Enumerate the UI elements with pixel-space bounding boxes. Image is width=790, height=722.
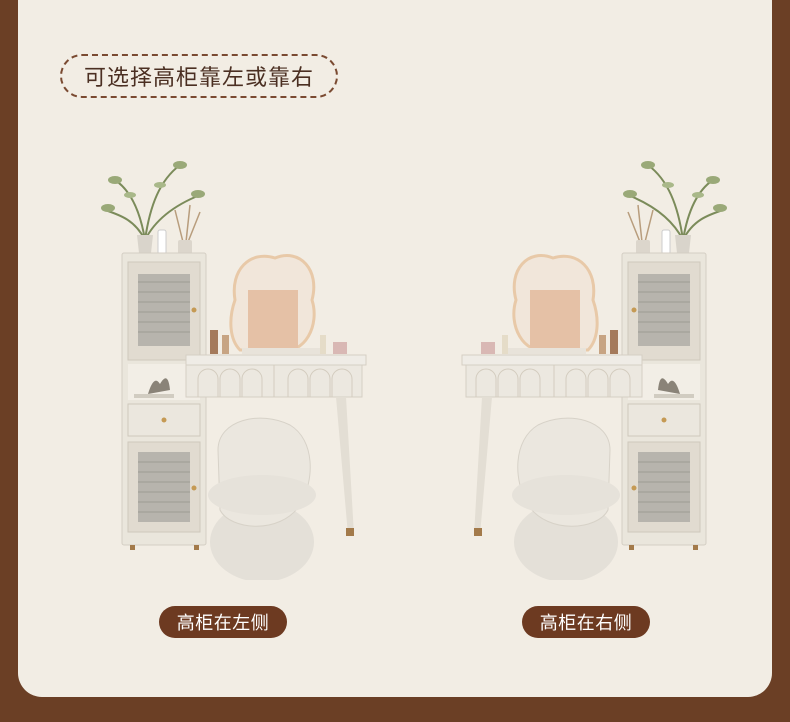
vanity-right-cabinet-image [458, 150, 738, 580]
stool-icon [208, 417, 316, 580]
mirror-icon [229, 254, 320, 354]
content-panel: 可选择高柜靠左或靠右 [18, 0, 772, 697]
option-label-left: 高柜在左侧 [159, 606, 287, 638]
mirror-icon [508, 254, 599, 354]
diffuser-icon [157, 204, 201, 255]
cosmetics-icon [210, 330, 347, 354]
plant-icon [101, 161, 205, 253]
option-label-right-text: 高柜在右侧 [539, 613, 633, 634]
vanity-desk [461, 354, 643, 536]
page-title: 可选择高柜靠左或靠右 [60, 54, 338, 98]
plant-icon [623, 161, 727, 253]
tall-cabinet [121, 252, 207, 550]
stool-icon [512, 417, 620, 580]
vanity-desk [185, 354, 367, 536]
vanity-left-cabinet-image [90, 150, 370, 580]
cosmetics-icon [481, 330, 618, 354]
option-label-right: 高柜在右侧 [522, 606, 650, 638]
tall-cabinet [621, 252, 707, 550]
diffuser-icon [627, 204, 671, 255]
option-label-left-text: 高柜在左侧 [176, 613, 270, 634]
page-title-text: 可选择高柜靠左或靠右 [83, 66, 314, 91]
